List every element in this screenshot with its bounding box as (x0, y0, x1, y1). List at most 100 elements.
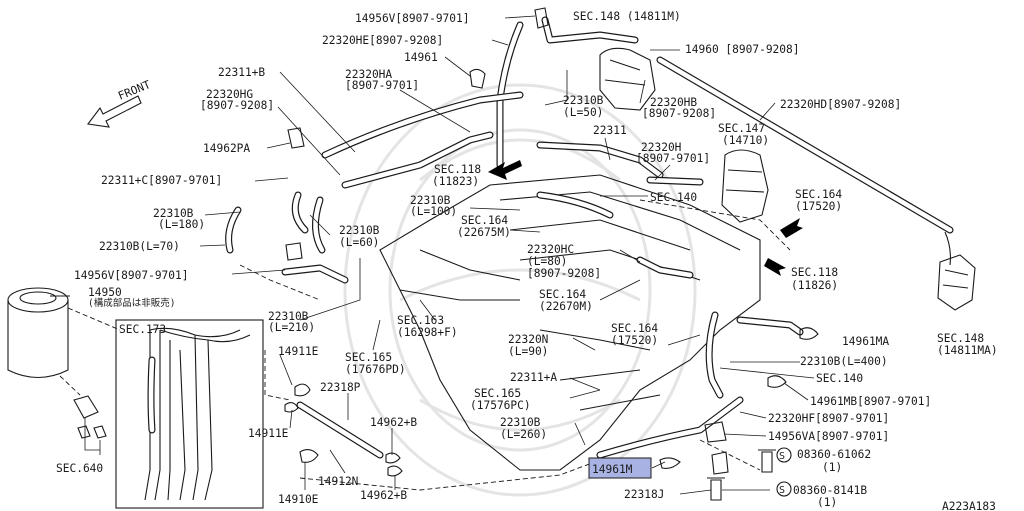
front-arrow: FRONT (87, 78, 153, 128)
label-l64: SEC.140 (816, 372, 863, 385)
label-l35: (L=60) (339, 236, 379, 249)
label-l15: 22320HD[8907-9208] (780, 98, 901, 111)
sec148-lower-device (937, 254, 976, 311)
label-l52: (14811MA) (937, 344, 998, 357)
label-14961M[interactable]: 14961M (592, 463, 633, 476)
label-l13: 22320HB (650, 96, 697, 109)
label-l66: SEC.165 (474, 387, 521, 400)
label-l61: (17676PD) (345, 363, 406, 376)
label-l16: 14962PA (203, 142, 250, 155)
label-l02: SEC.148 (14811M) (573, 10, 681, 23)
label-l28: 22310B (410, 194, 451, 207)
label-l42: 14956V[8907-9701] (74, 269, 189, 282)
label-l73: 14962+B (370, 416, 417, 429)
label-l80: 08360-8141B (793, 484, 867, 497)
label-l51: SEC.148 (937, 332, 984, 345)
label-l40: SEC.118 (791, 266, 838, 279)
front-label: FRONT (116, 78, 152, 103)
label-l22: SEC.118 (434, 163, 481, 176)
highlight-box[interactable] (588, 457, 652, 479)
sec-arrows (488, 160, 803, 276)
label-l31: (L=180) (158, 218, 205, 231)
label-l30: 22310B (153, 207, 194, 220)
label-l79: 22318J (624, 488, 664, 501)
label-l76: 08360-61062 (797, 448, 871, 461)
diagram-code: A223A183 (942, 500, 996, 511)
canister-14950 (7, 287, 121, 455)
label-l82: 14910E (278, 493, 319, 506)
label-l14: [8907-9208] (642, 107, 716, 120)
label-l56: 14961MA (842, 335, 889, 348)
label-l06: 22311+B (218, 66, 265, 79)
label-l26: SEC.164 (795, 188, 842, 201)
label-l41: (11826) (791, 279, 838, 292)
label-l45: SEC.164 (539, 288, 586, 301)
label-l78: 14912N (318, 475, 358, 488)
label-l72: 22320HF[8907-9701] (768, 412, 889, 425)
leader-lines (199, 15, 815, 495)
label-l39: [8907-9208] (527, 267, 601, 280)
label-l34: 22310B (339, 224, 380, 237)
label-l71: (L=260) (500, 428, 547, 441)
label-l55: (17520) (611, 334, 658, 347)
label-l48: (L=210) (268, 321, 315, 334)
label-l74: 14956VA[8907-9701] (768, 430, 889, 443)
label-l65: 22318P (320, 381, 361, 394)
label-l46: (22670M) (539, 300, 593, 313)
label-l07: 22320HA (345, 68, 392, 81)
label-l70: 22310B (500, 416, 541, 429)
pipe-22320HD (656, 56, 954, 266)
label-l32: SEC.164 (461, 214, 508, 227)
label-l58: (L=90) (508, 345, 548, 358)
label-l69: 14911E (248, 427, 289, 440)
label-l37: 22320HC (527, 243, 574, 256)
label-l49: SEC.163 (397, 314, 444, 327)
label-l62: 22310B(L=400) (800, 355, 888, 368)
label-l04: 14961 (404, 51, 438, 64)
sec173-inset (115, 319, 264, 509)
svg-text:S: S (779, 451, 785, 462)
label-l01: 14956V[8907-9701] (355, 12, 470, 25)
label-l43: 14950 (88, 286, 122, 299)
label-l10: [8907-9208] (200, 99, 274, 112)
s-bolt-marks: S S (776, 447, 792, 497)
label-l53: SEC.173 (119, 323, 166, 336)
label-l17: 22311 (593, 124, 627, 137)
label-l08: [8907-9701] (345, 79, 419, 92)
label-l75: SEC.640 (56, 462, 103, 475)
label-l81: (1) (817, 496, 837, 509)
reference-dashes (239, 199, 791, 491)
label-l63: 22311+A (510, 371, 557, 384)
label-l29: (L=100) (410, 205, 457, 218)
part-labels: 14956V[8907-9701] SEC.148 (14811M) 22320… (56, 10, 998, 511)
clamps (284, 7, 819, 501)
label-l54: SEC.164 (611, 322, 658, 335)
label-l27: (17520) (795, 200, 842, 213)
label-l36: 22310B(L=70) (99, 240, 180, 253)
label-l44: (構成部品は非販売) (88, 297, 175, 309)
label-l33: (22675M) (457, 226, 511, 239)
label-l03: 22320HE[8907-9208] (322, 34, 443, 47)
label-l23: (11823) (432, 175, 479, 188)
label-l59: 14911E (278, 345, 319, 358)
label-l50: (16298+F) (397, 326, 458, 339)
label-l12: (L=50) (563, 106, 603, 119)
watermark-crest (343, 83, 697, 497)
label-l09: 22320HG (206, 88, 253, 101)
label-l19: (14710) (722, 134, 769, 147)
sec147-device (721, 149, 769, 223)
label-l21: [8907-9701] (636, 152, 710, 165)
label-l60: SEC.165 (345, 351, 392, 364)
label-l38: (L=80) (527, 255, 567, 268)
label-l25: SEC.140 (650, 191, 697, 204)
engine-manifold (379, 174, 761, 471)
label-l47: 22310B (268, 310, 309, 323)
label-l05: 14960 [8907-9208] (685, 43, 800, 56)
label-l20: 22320H (641, 141, 681, 154)
label-l83: 14962+B (360, 489, 407, 502)
label-l57: 22320N (508, 333, 548, 346)
label-l68: 14961MB[8907-9701] (810, 395, 931, 408)
label-l67: (17576PC) (470, 399, 531, 412)
